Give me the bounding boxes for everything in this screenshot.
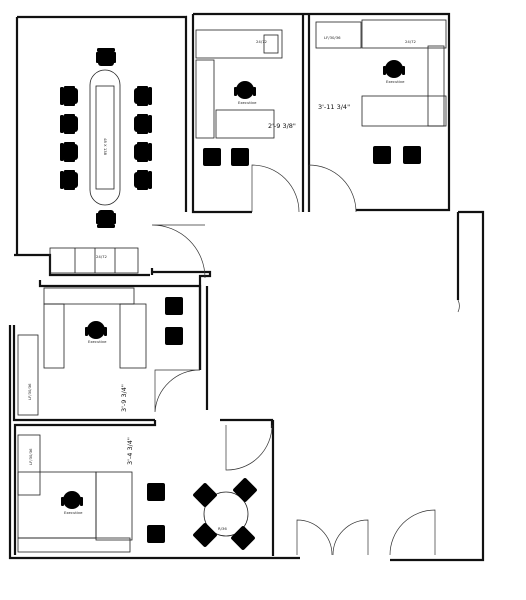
inner-walls [12, 14, 460, 556]
credenza-tag: 24/72 [96, 254, 108, 259]
office-d: LF/30/36 Executive R/36 3'-4 3/4" [17, 434, 258, 553]
office-b-desk [361, 19, 447, 49]
svg-text:Executive: Executive [386, 79, 405, 84]
svg-text:R/36: R/36 [218, 526, 227, 531]
svg-text:Executive: Executive [238, 100, 257, 105]
office-a: 24/72 Executive 2'-9 3/8" [195, 29, 296, 166]
svg-text:Executive: Executive [88, 339, 107, 344]
dimension-office-c: 3'-9 3/4" [120, 384, 128, 412]
conference-table [89, 69, 121, 206]
office-b: LF/30/36 24/72 Executive 3'-11 3/4" [315, 19, 447, 164]
conference-room: 48 X 138 24/72 [49, 48, 152, 274]
lf-tag-office-d: LF/30/36 [28, 448, 33, 465]
conference-table-tag: 48 X 138 [103, 138, 108, 156]
lf-tag-office-c: LF/30/36 [27, 383, 32, 400]
svg-text:24/72: 24/72 [256, 39, 268, 44]
dimension-office-d: 3'-4 3/4" [126, 437, 134, 465]
svg-text:24/72: 24/72 [405, 39, 417, 44]
dimension-office-a: 2'-9 3/8" [268, 122, 296, 130]
svg-text:Executive: Executive [64, 510, 83, 515]
dimension-office-b: 3'-11 3/4" [318, 103, 350, 111]
office-a-desk [195, 29, 283, 59]
door-swings [151, 164, 460, 556]
office-d-desk [17, 471, 97, 539]
round-table [203, 491, 249, 537]
credenza [49, 247, 139, 274]
lf-tag-office-b: LF/30/36 [324, 35, 341, 40]
office-c: Executive LF/30/36 3'-9 3/4" [17, 287, 183, 416]
office-c-desk [43, 287, 135, 305]
